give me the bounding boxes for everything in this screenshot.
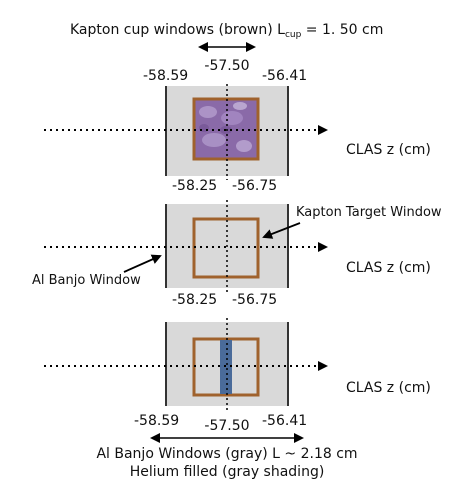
- center-label: -57.50: [204, 418, 249, 434]
- outer-right-label: -56.41: [262, 413, 307, 429]
- axis-label: CLAS z (cm): [346, 142, 431, 158]
- bottom-caption-line-2: Helium filled (gray shading): [130, 464, 325, 480]
- panel-3: CLAS z (cm) -58.59 -57.50 -56.41: [44, 318, 431, 443]
- kapton-window-callout: Kapton Target Window: [296, 205, 442, 220]
- axis-label: CLAS z (cm): [346, 380, 431, 396]
- center-label: -57.50: [204, 58, 249, 74]
- outer-left-label: -58.59: [143, 68, 188, 84]
- banjo-callout-arrow: [123, 254, 162, 273]
- inner-left-label: -58.25: [172, 178, 217, 194]
- inner-left-label: -58.25: [172, 292, 217, 308]
- axis-label: CLAS z (cm): [346, 260, 431, 276]
- outer-right-label: -56.41: [262, 68, 307, 84]
- panel-1: -57.50 -58.59 -56.41 CLAS z (cm) -58.25 …: [44, 58, 431, 194]
- panel-2: Kapton Target Window Al Banjo Window CLA…: [32, 200, 442, 308]
- banjo-window-callout: Al Banjo Window: [32, 273, 141, 288]
- outer-left-label: -58.59: [134, 413, 179, 429]
- bottom-caption-line-1: Al Banjo Windows (gray) L ~ 2.18 cm: [96, 446, 357, 462]
- target-cell: [220, 340, 232, 394]
- inner-right-label: -56.75: [232, 292, 277, 308]
- top-caption: Kapton cup windows (brown) Lcup = 1. 50 …: [70, 22, 383, 40]
- inner-right-label: -56.75: [232, 178, 277, 194]
- kapton-callout-arrow: [262, 222, 301, 239]
